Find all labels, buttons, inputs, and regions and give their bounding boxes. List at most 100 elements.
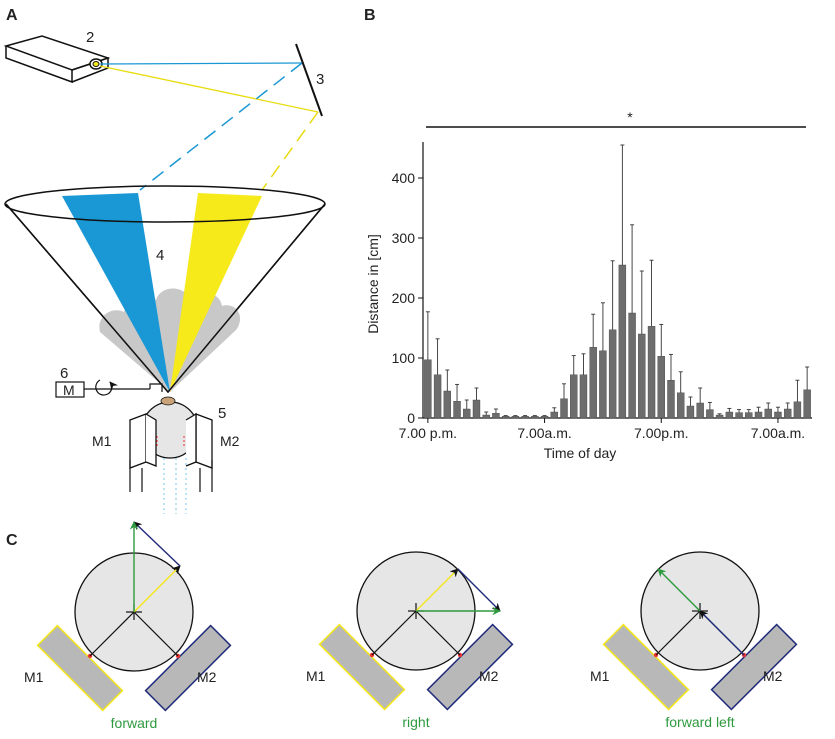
- bar: [492, 413, 500, 419]
- x-tick-label: 7.00a.m.: [751, 425, 805, 441]
- chart-xlabel: Time of day: [544, 445, 617, 461]
- bar: [647, 326, 656, 419]
- diagram-right: M1 M2 right: [306, 551, 514, 730]
- bar: [472, 399, 481, 419]
- bar: [793, 401, 802, 419]
- y-tick-label: 300: [392, 230, 416, 246]
- m1-axis: [655, 610, 701, 656]
- bar: [599, 350, 607, 419]
- navy-vector: [699, 610, 745, 656]
- m1-label: M1: [590, 668, 610, 684]
- motor-glyph: M: [63, 382, 75, 398]
- motor-number: 6: [60, 365, 68, 382]
- bar: [657, 356, 665, 419]
- navy-vector: [457, 568, 501, 612]
- blue-ray-reflected: [139, 62, 303, 191]
- blue-ray: [99, 62, 303, 65]
- bar: [560, 398, 568, 419]
- projector: [3, 35, 111, 84]
- m2-label: M2: [479, 668, 499, 684]
- bar: [433, 374, 442, 419]
- bar: [589, 347, 597, 419]
- diagram-caption: forward: [111, 715, 158, 731]
- treadmill-ball: [129, 396, 213, 514]
- bar: [764, 408, 772, 419]
- bar: [628, 312, 636, 419]
- diagram-forward-left: M1 M2 forward left: [590, 551, 798, 730]
- x-tick-label: 7.00a.m.: [517, 425, 571, 441]
- chart-ylabel: Distance in [cm]: [365, 234, 381, 334]
- diagram-caption: right: [402, 714, 429, 730]
- diagram-forward: M1 M2 forward: [24, 521, 232, 731]
- y-tick-label: 0: [407, 410, 415, 426]
- panel-b: B * 0 100 200 300 400 7.00 p.m. 7.00a.m. 7.00p.…: [364, 7, 812, 461]
- bar: [501, 416, 510, 419]
- bar: [725, 411, 734, 419]
- bar: [531, 416, 539, 419]
- m1-label: M1: [24, 669, 44, 685]
- ball-number: 5: [218, 405, 226, 422]
- bar: [443, 390, 452, 419]
- m1-label: M1: [306, 668, 326, 684]
- motor: M: [55, 379, 163, 398]
- x-tick-label: 7.00p.m.: [634, 425, 688, 441]
- bar: [754, 411, 763, 419]
- mirror: [295, 43, 323, 117]
- navy-vector: [133, 521, 181, 567]
- bar: [803, 389, 811, 419]
- distance-chart: 0 100 200 300 400 7.00 p.m. 7.00a.m. 7.00p.m. 7.…: [392, 142, 812, 441]
- cone-number: 4: [156, 247, 164, 264]
- m2-axis: [133, 611, 179, 657]
- m2-label: M2: [197, 669, 217, 685]
- bar: [667, 380, 675, 419]
- bar: [745, 412, 753, 419]
- bar: [706, 409, 714, 419]
- yellow-ray: [99, 65, 319, 113]
- significance-star: *: [627, 109, 633, 125]
- bar: [608, 329, 617, 419]
- diagram-caption: forward left: [665, 714, 734, 730]
- panel-a-label: A: [6, 7, 18, 24]
- y-tick-label: 100: [392, 350, 416, 366]
- bar: [453, 401, 461, 419]
- yellow-vector: [133, 565, 181, 613]
- bar: [735, 412, 743, 419]
- yellow-ray-reflected: [261, 111, 319, 191]
- bar: [579, 374, 588, 419]
- bar: [521, 416, 529, 419]
- x-tick-label: 7.00 p.m.: [399, 425, 457, 441]
- motion-diagrams: M1 M2 forward M1 M2 right M1 M2 forward left: [24, 521, 798, 731]
- bar: [686, 405, 695, 419]
- m1-axis: [371, 610, 417, 656]
- panel-c: C M1 M2 forward M1 M2 right M1 M2 forward left: [6, 521, 798, 731]
- bar: [463, 408, 471, 419]
- projection-cone: [4, 185, 326, 394]
- m2-label: M2: [763, 668, 783, 684]
- panel-c-label: C: [6, 532, 18, 549]
- bar: [638, 333, 646, 419]
- y-tick-label: 200: [392, 290, 416, 306]
- y-tick-label: 400: [392, 170, 416, 186]
- bar: [783, 408, 792, 419]
- green-vector: [657, 568, 701, 612]
- bar: [424, 359, 432, 419]
- projector-number: 2: [86, 29, 94, 46]
- bar: [482, 414, 490, 419]
- m2-axis: [415, 610, 461, 656]
- bar: [715, 414, 724, 419]
- yellow-stripe: [170, 193, 262, 392]
- bar: [618, 264, 627, 419]
- bar: [774, 411, 782, 419]
- m1-axis: [89, 611, 135, 657]
- bar: [696, 402, 704, 419]
- bar: [677, 392, 685, 419]
- panel-b-label: B: [364, 7, 376, 24]
- sensor-m2-label: M2: [220, 433, 240, 449]
- sensor-m1-label: M1: [92, 433, 112, 449]
- bar: [570, 374, 578, 419]
- yellow-vector: [415, 568, 459, 612]
- bar: [550, 411, 558, 419]
- mirror-number: 3: [316, 71, 324, 88]
- bar: [511, 416, 520, 419]
